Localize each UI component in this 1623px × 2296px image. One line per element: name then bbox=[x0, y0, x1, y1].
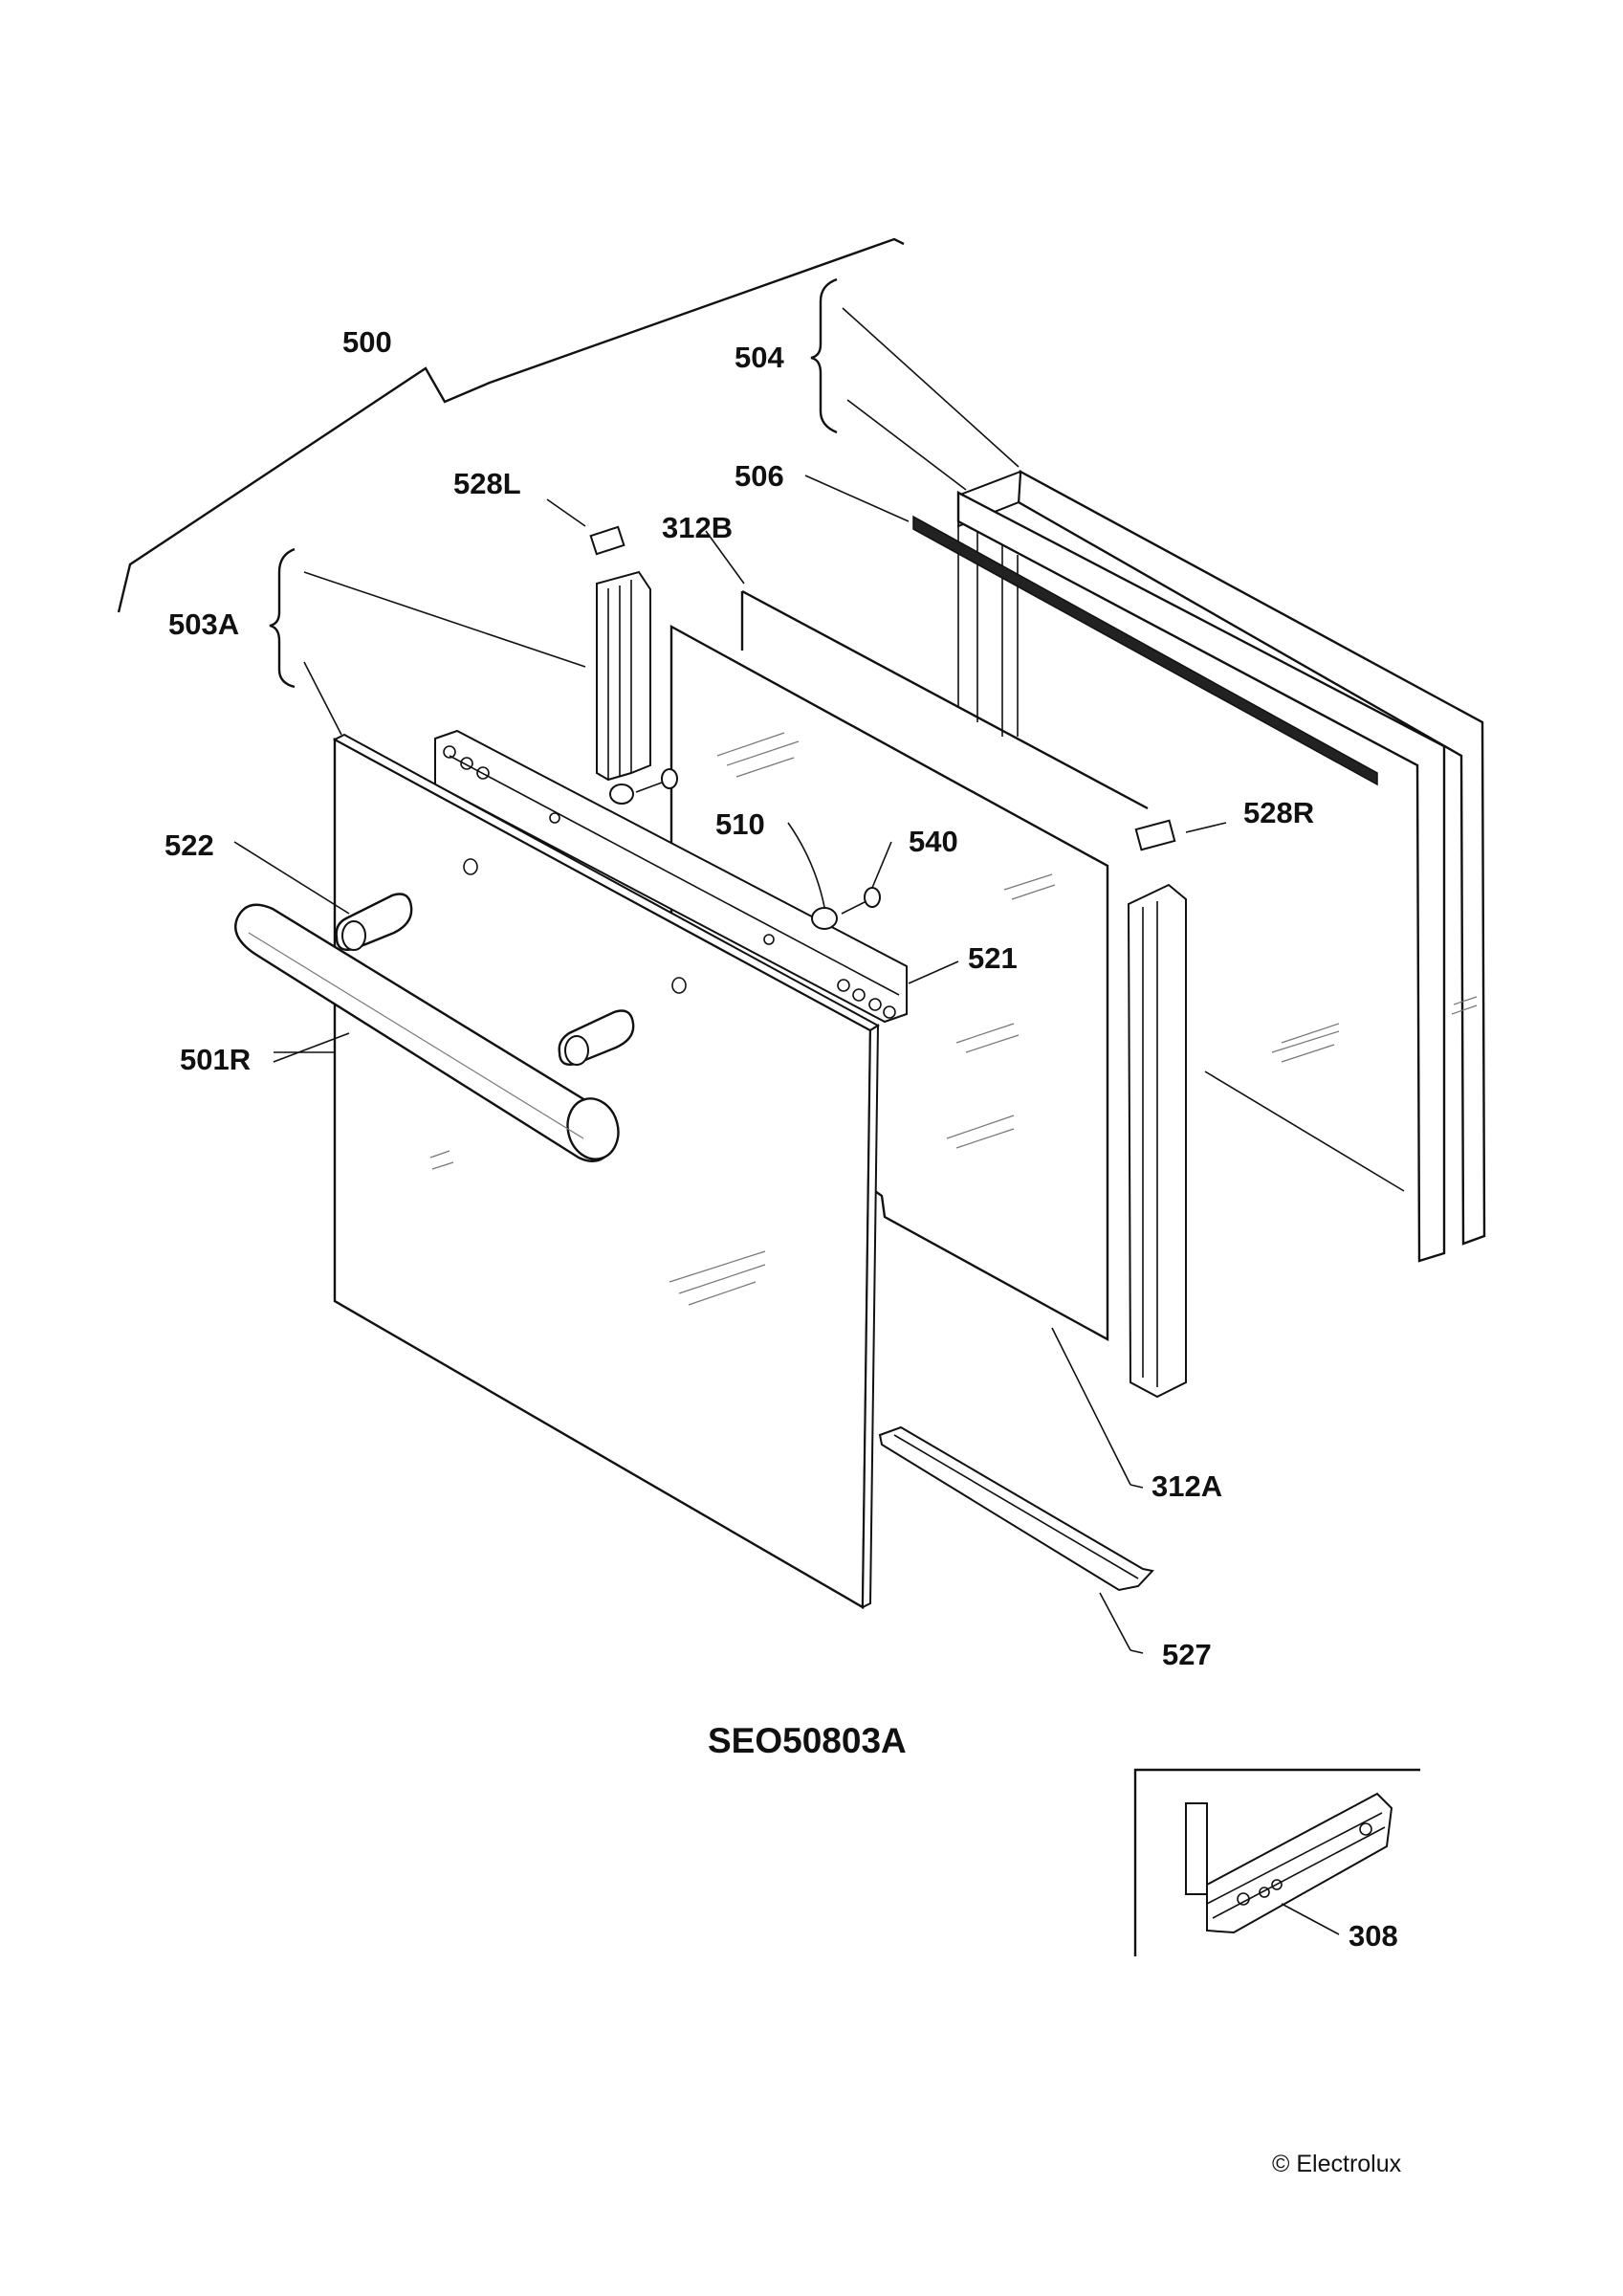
leader-522 bbox=[233, 841, 350, 915]
standoff-522-a bbox=[233, 841, 413, 951]
washer-screw-top bbox=[609, 768, 678, 805]
leader-521 bbox=[908, 960, 959, 984]
label-501r: 501R bbox=[180, 1043, 251, 1076]
leader-503a-b bbox=[303, 661, 342, 736]
side-bracket-left bbox=[546, 498, 651, 782]
leader-504-a bbox=[842, 307, 1020, 468]
leader-503a-a bbox=[303, 571, 586, 668]
label-506: 506 bbox=[735, 459, 784, 493]
copyright: © Electrolux bbox=[1272, 2151, 1402, 2177]
leader-528r bbox=[1185, 822, 1227, 833]
label-540: 540 bbox=[909, 825, 958, 858]
side-bracket-right bbox=[1127, 819, 1227, 1399]
label-521: 521 bbox=[968, 941, 1018, 975]
bracket-503a bbox=[269, 547, 296, 689]
diagram-code: SEO50803A bbox=[708, 1721, 907, 1760]
leader-527 bbox=[1099, 1592, 1131, 1651]
leader-312a bbox=[1051, 1327, 1131, 1486]
leader-510 bbox=[787, 822, 825, 908]
label-312a: 312A bbox=[1151, 1469, 1222, 1503]
front-glass-503a bbox=[274, 733, 880, 1610]
label-504: 504 bbox=[735, 341, 784, 374]
label-528r: 528R bbox=[1243, 796, 1314, 829]
middle-glass-312b bbox=[705, 530, 1149, 810]
assembly-bracket-500 bbox=[117, 237, 905, 613]
bracket-504 bbox=[810, 277, 838, 434]
label-308: 308 bbox=[1349, 1919, 1398, 1953]
leader-312b bbox=[705, 530, 745, 585]
bottom-profile-527 bbox=[878, 1425, 1154, 1654]
label-510: 510 bbox=[715, 807, 765, 841]
screw-540 bbox=[841, 841, 892, 915]
seal-strip-506 bbox=[912, 515, 1378, 786]
hinge-inset bbox=[1133, 1768, 1420, 1956]
leader-308 bbox=[1281, 1903, 1340, 1935]
label-527: 527 bbox=[1162, 1638, 1212, 1671]
label-500: 500 bbox=[342, 325, 392, 359]
hinge-308 bbox=[1185, 1792, 1393, 1935]
label-522: 522 bbox=[164, 828, 214, 862]
washer-510 bbox=[787, 822, 838, 930]
leader-504-b bbox=[846, 399, 967, 491]
outer-door-panel-504 bbox=[956, 470, 1486, 1263]
label-528l: 528L bbox=[453, 467, 521, 500]
leader-501r bbox=[273, 1032, 350, 1063]
leader-528l bbox=[546, 498, 586, 527]
label-503a: 503A bbox=[168, 607, 239, 641]
leader-540 bbox=[871, 841, 892, 889]
label-312b: 312B bbox=[662, 511, 733, 544]
standoff-522-b bbox=[558, 1009, 635, 1066]
leader-506 bbox=[804, 475, 910, 522]
handle-501r bbox=[234, 903, 620, 1162]
